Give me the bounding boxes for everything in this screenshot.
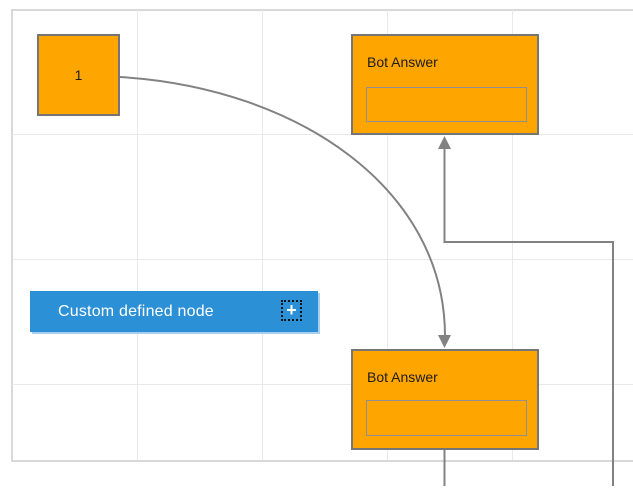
canvas-border-bottom: [11, 460, 633, 462]
grid-line-vertical: [387, 10, 388, 460]
grid-line-horizontal: [12, 384, 633, 385]
connector-curve-start-to-bottom-node[interactable]: [119, 76, 446, 337]
node-title: Bot Answer: [367, 369, 438, 385]
arrowhead-up-icon[interactable]: [438, 136, 451, 149]
bot-answer-node-top[interactable]: Bot Answer: [351, 34, 539, 135]
bot-answer-node-bottom[interactable]: Bot Answer: [351, 349, 539, 450]
plus-icon: +: [286, 299, 297, 320]
grid-line-vertical: [512, 10, 513, 460]
custom-node-label: Custom defined node: [58, 302, 214, 320]
canvas-border-left: [11, 9, 13, 462]
node-text-field[interactable]: [366, 87, 527, 122]
add-node-button[interactable]: +: [281, 300, 302, 321]
grid-line-vertical: [137, 10, 138, 460]
grid-line-horizontal: [12, 134, 633, 135]
start-node-label: 1: [74, 67, 83, 83]
canvas-border-top: [11, 9, 633, 11]
grid-line-horizontal: [12, 259, 633, 260]
node-text-field[interactable]: [366, 400, 527, 436]
connector-orthogonal-to-top-node[interactable]: [443, 149, 614, 486]
start-node[interactable]: 1: [37, 34, 120, 116]
custom-node-palette-item[interactable]: Custom defined node +: [30, 291, 318, 332]
node-title: Bot Answer: [367, 54, 438, 70]
arrowhead-down-icon[interactable]: [438, 335, 451, 348]
grid-line-vertical: [262, 10, 263, 460]
